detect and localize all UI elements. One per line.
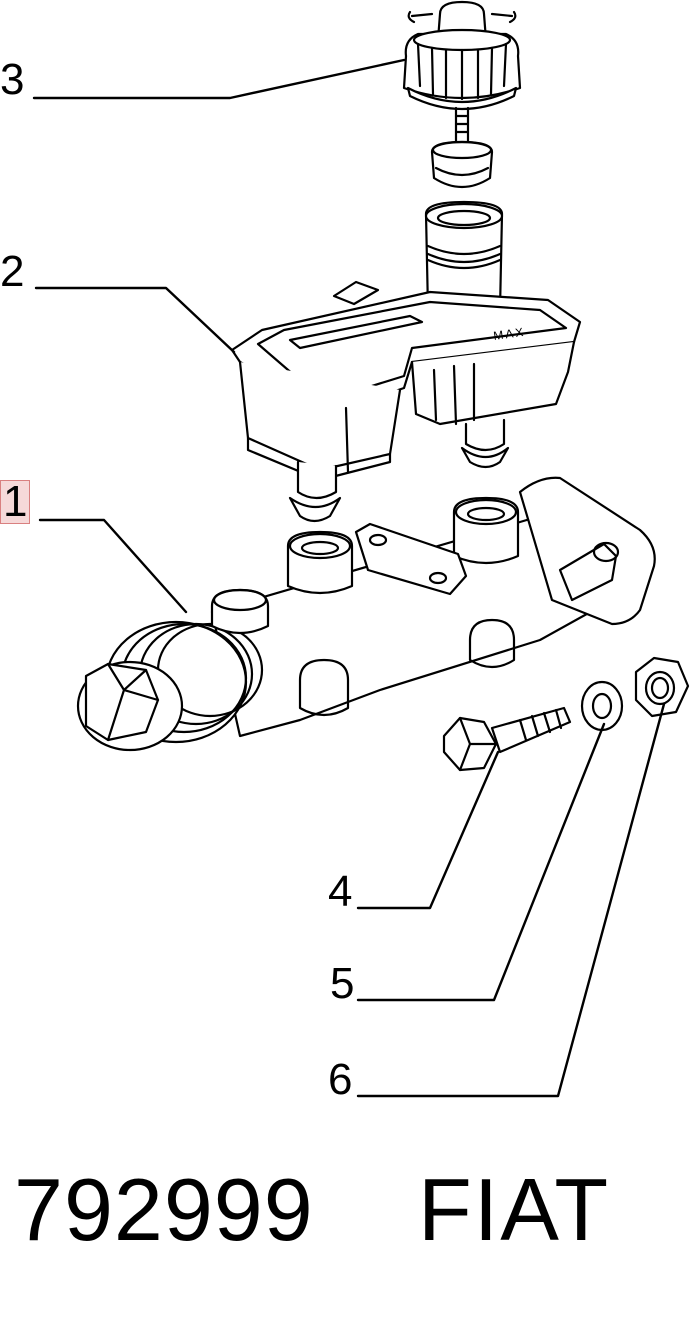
leader-line-2 bbox=[34, 286, 236, 354]
callout-1[interactable]: 1 bbox=[0, 480, 31, 524]
part-number: 792999 bbox=[14, 1160, 314, 1259]
leader-line-3 bbox=[32, 58, 406, 100]
leader-line-4 bbox=[356, 750, 500, 910]
nut bbox=[634, 656, 690, 718]
leader-line-5 bbox=[356, 722, 606, 1002]
bolt bbox=[442, 706, 572, 772]
reservoir-max-mark: MAX bbox=[492, 325, 526, 343]
callout-4: 4 bbox=[328, 867, 353, 916]
callout-2: 2 bbox=[0, 247, 25, 296]
callout-3: 3 bbox=[0, 55, 25, 104]
brand-name: FIAT bbox=[418, 1160, 611, 1259]
callout-5: 5 bbox=[330, 959, 355, 1008]
leader-lines bbox=[32, 58, 666, 1098]
washer bbox=[580, 680, 624, 732]
reservoir bbox=[230, 200, 582, 523]
master-cylinder bbox=[76, 476, 656, 752]
leader-line-1 bbox=[38, 518, 188, 614]
leader-line-6 bbox=[356, 702, 666, 1098]
callout-6: 6 bbox=[328, 1055, 353, 1104]
reservoir-cap bbox=[402, 0, 522, 189]
